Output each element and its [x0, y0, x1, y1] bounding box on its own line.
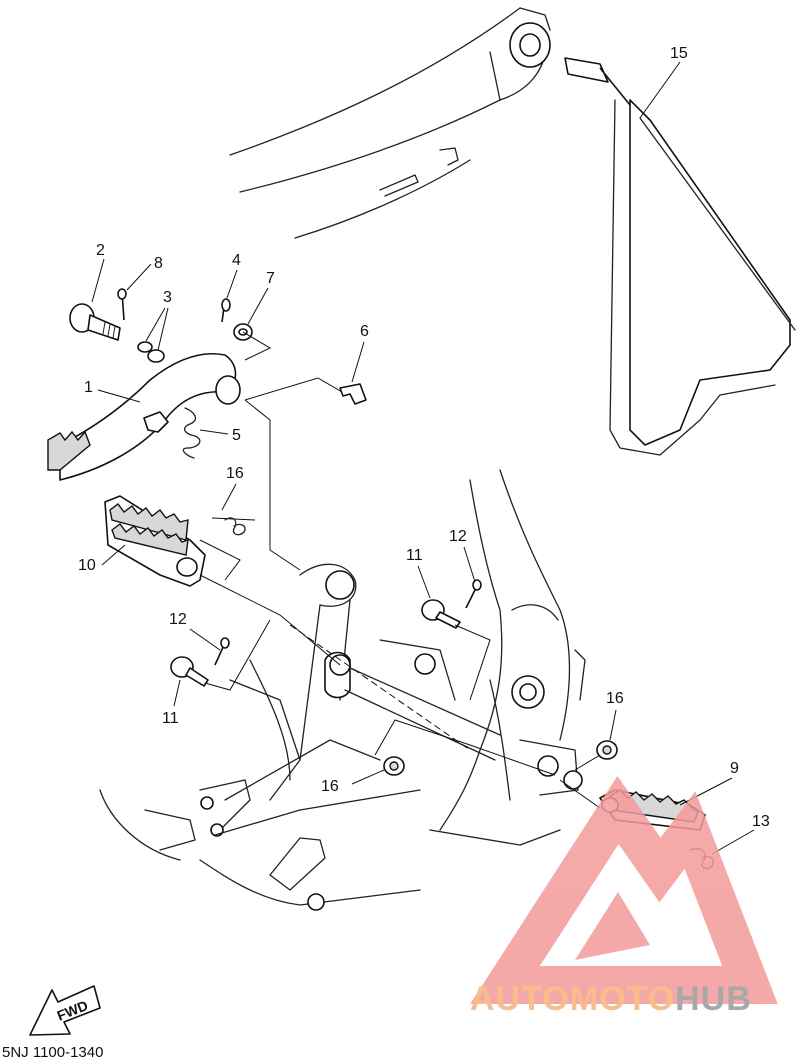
watermark-text: AUTOMOTOHUB [470, 980, 752, 1018]
callout-9-leader [679, 777, 733, 806]
callout-3: 3 [163, 289, 172, 306]
callout-6: 6 [360, 323, 369, 340]
washer-part-16-right [596, 740, 618, 760]
footrest-part-10 [104, 495, 206, 587]
callout-11-left: 11 [162, 710, 179, 727]
callout-15: 15 [670, 45, 688, 62]
bracket-part-6 [339, 383, 367, 405]
callout-11-left-leader [173, 679, 181, 707]
callout-12-right: 12 [449, 528, 467, 545]
callout-4-leader [226, 269, 238, 299]
callout-5: 5 [232, 427, 241, 444]
cotter-pin-part-8 [117, 288, 127, 321]
watermark-logo-icon [470, 775, 778, 1004]
callout-1-leader [97, 389, 141, 403]
callout-4: 4 [232, 252, 241, 269]
watermark-moto: MOTO [570, 980, 675, 1018]
callout-1: 1 [84, 379, 93, 396]
bolt-part-11-left [170, 656, 209, 687]
callout-15-leader [639, 61, 681, 119]
callout-13: 13 [752, 813, 770, 830]
callout-10-leader [101, 544, 126, 566]
swingarm-outline [229, 7, 551, 239]
callout-7: 7 [266, 270, 275, 287]
pivot-bolt-part-2 [69, 303, 121, 341]
bolt-part-11-right [421, 599, 461, 629]
watermark-hub: HUB [675, 980, 752, 1018]
diagram-code: 5NJ 1100-1340 [2, 1044, 104, 1061]
callout-2-leader [91, 258, 105, 303]
callout-9: 9 [730, 760, 739, 777]
callout-2: 2 [96, 242, 105, 259]
callout-16-left-leader [351, 769, 385, 785]
brake-pedal-part-1 [47, 352, 241, 481]
spring-part-14 [211, 517, 256, 536]
callout-16-right-leader [609, 709, 617, 741]
callout-11-right: 11 [406, 547, 423, 564]
watermark-auto: AUTO [470, 980, 570, 1018]
callout-10: 10 [78, 557, 96, 574]
callout-labels: 2 8 3 4 7 6 1 5 16 10 12 11 12 11 15 16 … [78, 45, 770, 855]
callout-3-leader [145, 307, 169, 351]
callout-13-leader [711, 829, 755, 855]
cotter-pin-part-4 [221, 298, 231, 323]
assembly-lines [199, 331, 601, 809]
watermark-logo-inner-icon [575, 892, 650, 960]
automotohub-watermark: AUTOMOTOHUB [470, 775, 778, 1018]
callout-16-left: 16 [321, 778, 339, 795]
main-frame-outline [99, 469, 586, 911]
callout-6-leader [351, 341, 365, 383]
o-rings-part-3 [137, 341, 165, 363]
callout-14-leader [221, 483, 237, 511]
washer-part-16-left [383, 756, 405, 776]
callout-8: 8 [154, 255, 163, 272]
callout-12-left: 12 [169, 611, 187, 628]
callout-12-left-leader [189, 628, 221, 651]
callout-12-right-leader [463, 546, 476, 583]
callout-5-leader [199, 429, 229, 435]
callout-7-leader [247, 287, 269, 325]
sidestand-part-15 [564, 57, 796, 456]
cotter-pin-part-12-left [214, 637, 230, 666]
callout-8-leader [126, 263, 152, 291]
callout-14: 16 [226, 465, 244, 482]
fwd-arrow: FWD [29, 985, 101, 1036]
callout-11-right-leader [417, 565, 431, 599]
cotter-pin-part-12-right [465, 579, 482, 609]
spring-part-5 [182, 407, 201, 459]
callout-16-right: 16 [606, 690, 624, 707]
